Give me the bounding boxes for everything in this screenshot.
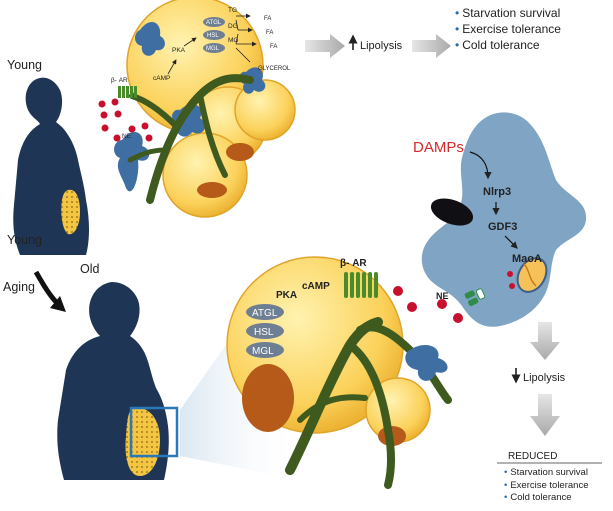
ne-dots-young bbox=[98, 98, 153, 142]
gray-arrow-1 bbox=[305, 34, 345, 58]
label-pka-small: PKA bbox=[172, 47, 186, 54]
young-fat-depot bbox=[61, 189, 80, 235]
atgl-pill-large bbox=[246, 304, 284, 320]
label-atgl-small: ATGL bbox=[206, 20, 222, 26]
atgl-pill-small bbox=[203, 17, 225, 27]
label-hsl-large: HSL bbox=[254, 327, 274, 338]
aging-arrowhead bbox=[50, 296, 66, 312]
label-nlrp3: Nlrp3 bbox=[483, 186, 511, 198]
label-lipolysis-up: Lipolysis bbox=[360, 40, 403, 52]
beta-ar-receptor-small bbox=[118, 86, 137, 98]
label-mgl-small: MGL bbox=[206, 46, 220, 52]
label-gdf3: GDF3 bbox=[488, 221, 517, 233]
sympathetic-nerve bbox=[146, 74, 254, 204]
old-silhouette bbox=[57, 282, 179, 480]
label-beta-ar-small: β- AR bbox=[111, 77, 128, 84]
old-fat-depot bbox=[125, 407, 160, 476]
old-outcome-item: •Starvation survival bbox=[504, 467, 588, 478]
mgl-pill-large bbox=[246, 342, 284, 358]
label-mg: MG bbox=[228, 37, 238, 44]
macrophage-nucleus bbox=[430, 198, 474, 226]
old-adipose-zoom bbox=[226, 256, 452, 489]
young-silhouette bbox=[13, 77, 89, 255]
gray-arrow-down-1 bbox=[530, 322, 560, 360]
label-camp-large: cAMP bbox=[302, 281, 330, 292]
label-tg: TG bbox=[228, 7, 237, 14]
beta-ar-receptor-large bbox=[344, 272, 378, 298]
label-aging: Aging bbox=[3, 280, 35, 294]
zoom-box bbox=[129, 406, 179, 458]
label-young: Young bbox=[7, 58, 42, 72]
label-fa-2: FA bbox=[266, 30, 273, 36]
label-reduced: REDUCED bbox=[508, 451, 557, 462]
young-outcome-item: •Starvation survival bbox=[455, 6, 561, 20]
label-camp-small: cAMP bbox=[153, 75, 170, 82]
label-young: Young bbox=[7, 233, 42, 247]
young-adipose-cluster bbox=[114, 0, 296, 218]
macrophage-small bbox=[135, 22, 165, 56]
label-maoa: MaoA bbox=[512, 253, 542, 265]
label-old: Old bbox=[80, 262, 100, 276]
label-pka-large: PKA bbox=[276, 290, 297, 301]
mitochondrion bbox=[516, 257, 548, 293]
gray-arrow-down-2 bbox=[530, 394, 560, 436]
nucleus-large bbox=[242, 364, 294, 432]
macrophage-large bbox=[421, 112, 587, 327]
mgl-pill-small bbox=[203, 43, 225, 53]
old-outcome-item: •Exercise tolerance bbox=[504, 479, 589, 491]
label-ne-small: NE bbox=[122, 133, 132, 140]
hsl-pill-small bbox=[203, 30, 225, 40]
hsl-pill-large bbox=[246, 323, 284, 339]
nucleus bbox=[226, 143, 254, 161]
macrophage-medium bbox=[405, 344, 448, 381]
label-beta-ar-large: β- AR bbox=[340, 258, 367, 269]
label-fa-3: FA bbox=[270, 44, 277, 50]
label-hsl-small: HSL bbox=[207, 33, 219, 39]
young-outcomes-list: •Starvation survival •Exercise tolerance… bbox=[455, 5, 561, 53]
old-outcome-item: •Cold tolerance bbox=[504, 492, 572, 503]
nucleus bbox=[197, 182, 227, 198]
young-outcome-item: •Cold tolerance bbox=[455, 38, 540, 52]
aging-arrow bbox=[33, 270, 60, 306]
ne-dots-old bbox=[393, 286, 463, 323]
gray-arrow-2 bbox=[412, 34, 451, 58]
old-outcomes-list: •Starvation survival •Exercise tolerance… bbox=[504, 467, 588, 505]
label-fa-1: FA bbox=[264, 16, 271, 22]
label-atgl-large: ATGL bbox=[252, 308, 278, 319]
label-dg: DG bbox=[228, 23, 238, 30]
ne-transporter bbox=[464, 288, 486, 307]
label-ne-large: NE bbox=[436, 291, 449, 301]
young-outcome-item: •Exercise tolerance bbox=[455, 22, 561, 36]
label-lipolysis-down: Lipolysis bbox=[523, 372, 566, 384]
label-mgl-large: MGL bbox=[252, 346, 274, 357]
label-damps: DAMPs bbox=[413, 139, 464, 156]
label-glycerol: GLYCEROL bbox=[258, 66, 291, 72]
